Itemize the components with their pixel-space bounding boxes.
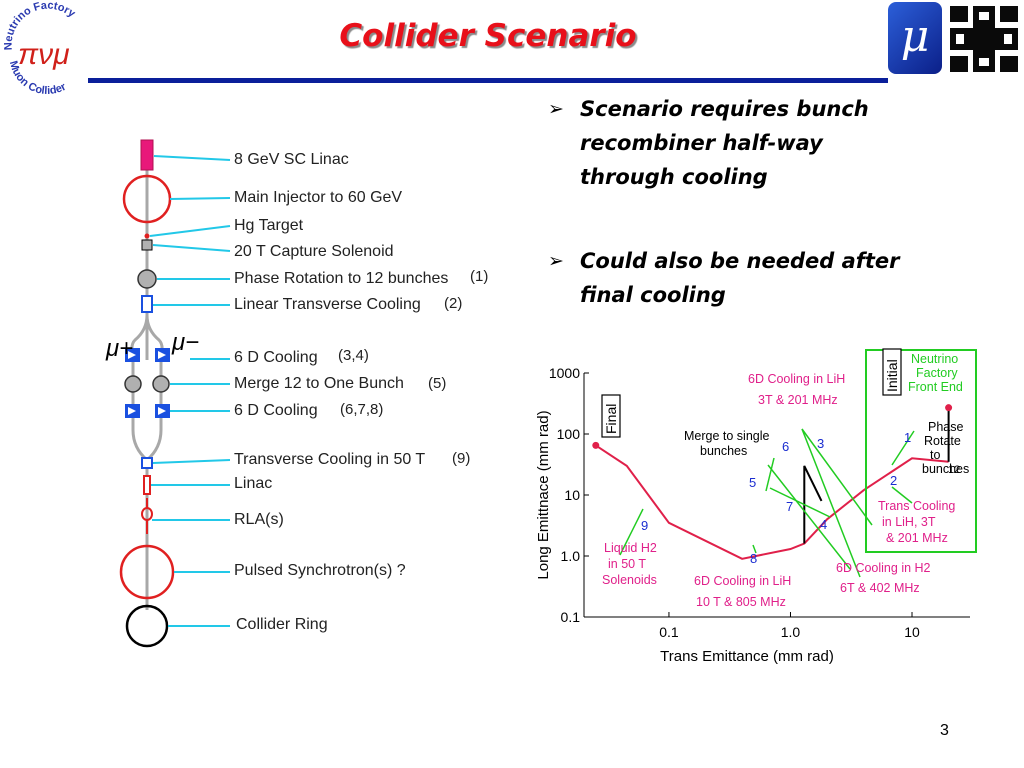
front-end-box <box>865 349 977 553</box>
stage-number-4: 4 <box>820 517 827 532</box>
stage-label: Phase Rotation to 12 bunches <box>234 270 449 287</box>
linear-cooling-symbol <box>141 295 153 313</box>
stage-number-1: 1 <box>904 430 911 445</box>
x-tick-label: 1.0 <box>781 624 801 640</box>
stage-label: Hg Target <box>234 217 304 234</box>
stage-number-3: 3 <box>817 436 824 451</box>
marker-point <box>945 404 953 412</box>
stage-label: Collider Ring <box>236 616 328 633</box>
series-line <box>803 465 823 544</box>
stage-number: (3,4) <box>338 347 369 364</box>
title-divider <box>88 78 888 83</box>
stage-numbers: 1 2 3 4 5 6 7 8 9 <box>641 430 911 566</box>
hg-target-dot <box>144 233 150 239</box>
stage-label: Main Injector to 60 GeV <box>234 189 403 206</box>
final-marker: Final <box>601 394 621 438</box>
neutrino-factory-logo: Neutrino Factory Muon Collider πνμ <box>3 0 79 96</box>
sc-linac-symbol <box>140 139 154 171</box>
transverse-cooling-symbol <box>141 457 153 469</box>
stage-label: 8 GeV SC Linac <box>234 151 349 168</box>
stage-number-7: 7 <box>786 499 793 514</box>
stage-pointer-lines <box>619 428 915 578</box>
six-d-cooling-symbols <box>125 348 170 362</box>
bullet-2-text: Could also be needed after final cooling <box>580 249 900 307</box>
phase-rotation-symbol <box>137 269 157 289</box>
y-tick-label: 1000 <box>549 365 580 381</box>
pointer-lines <box>149 155 231 627</box>
page-number: 3 <box>940 722 949 739</box>
capture-solenoid-symbol <box>141 239 153 251</box>
beam-lines <box>130 170 164 610</box>
marker-point <box>592 441 600 449</box>
stage-number: (9) <box>452 450 471 467</box>
x-tick-label: 10 <box>904 624 920 640</box>
initial-marker: Initial <box>882 348 902 396</box>
chart-series <box>592 404 953 560</box>
stage-number-8: 8 <box>750 551 757 566</box>
mu-minus-label: μ− <box>171 329 199 356</box>
stage-label: Pulsed Synchrotron(s) ? <box>234 562 406 579</box>
stage-number-2: 2 <box>890 473 897 488</box>
series-line <box>595 444 949 560</box>
stage-label: Linear Transverse Cooling <box>234 296 421 313</box>
twelve-bunches-number: 12 <box>948 464 960 476</box>
stage-label: Merge 12 to One Bunch <box>234 375 404 392</box>
mu-logo: μ <box>888 2 942 74</box>
stage-label: RLA(s) <box>234 511 284 528</box>
stage-number: (6,7,8) <box>340 401 384 418</box>
pulsed-synchrotron-ring <box>119 544 175 600</box>
stage-label: 6 D Cooling <box>234 349 318 366</box>
arrow-bullet-icon: ➢ <box>548 250 564 272</box>
stage-number: (5) <box>428 375 447 392</box>
stage-number: (1) <box>470 268 489 285</box>
six-d-cooling-symbols-2 <box>125 404 170 418</box>
y-tick-label: 1.0 <box>561 548 581 564</box>
merge-symbol-left <box>124 375 142 393</box>
linac-symbol <box>143 475 151 495</box>
y-tick-label: 10 <box>564 487 580 503</box>
stage-label: Linac <box>234 475 273 492</box>
x-axis-label: Trans Emittance (mm rad) <box>660 648 834 665</box>
stage-label: 20 T Capture Solenoid <box>234 243 394 260</box>
stage-number-6: 6 <box>782 439 789 454</box>
mu-plus-label: μ+ <box>105 335 133 362</box>
fermilab-logo <box>950 6 1018 72</box>
rla-symbol <box>141 498 153 534</box>
stage-label: Transverse Cooling in 50 T <box>234 451 426 468</box>
y-axis-label: Long Emittnace (mm rad) <box>535 410 552 579</box>
svg-text:Final: Final <box>603 404 619 434</box>
stage-number-5: 5 <box>749 475 756 490</box>
merge-symbol-right <box>152 375 170 393</box>
bullet-1-text: Scenario requires bunch recombiner half-… <box>580 97 869 189</box>
y-tick-label: 100 <box>557 426 581 442</box>
x-tick-label: 0.1 <box>659 624 679 640</box>
svg-text:Initial: Initial <box>884 359 900 392</box>
collider-ring <box>125 604 169 648</box>
collider-schematic: μ+ μ− <box>105 139 231 648</box>
arrow-bullet-icon: ➢ <box>548 98 564 120</box>
stage-number-9: 9 <box>641 518 648 533</box>
stage-label: 6 D Cooling <box>234 402 318 419</box>
page-title: Collider Scenario <box>339 18 637 54</box>
y-tick-label: 0.1 <box>561 609 581 625</box>
stage-number: (2) <box>444 295 463 312</box>
nf-logo-letters: πνμ <box>18 38 70 71</box>
